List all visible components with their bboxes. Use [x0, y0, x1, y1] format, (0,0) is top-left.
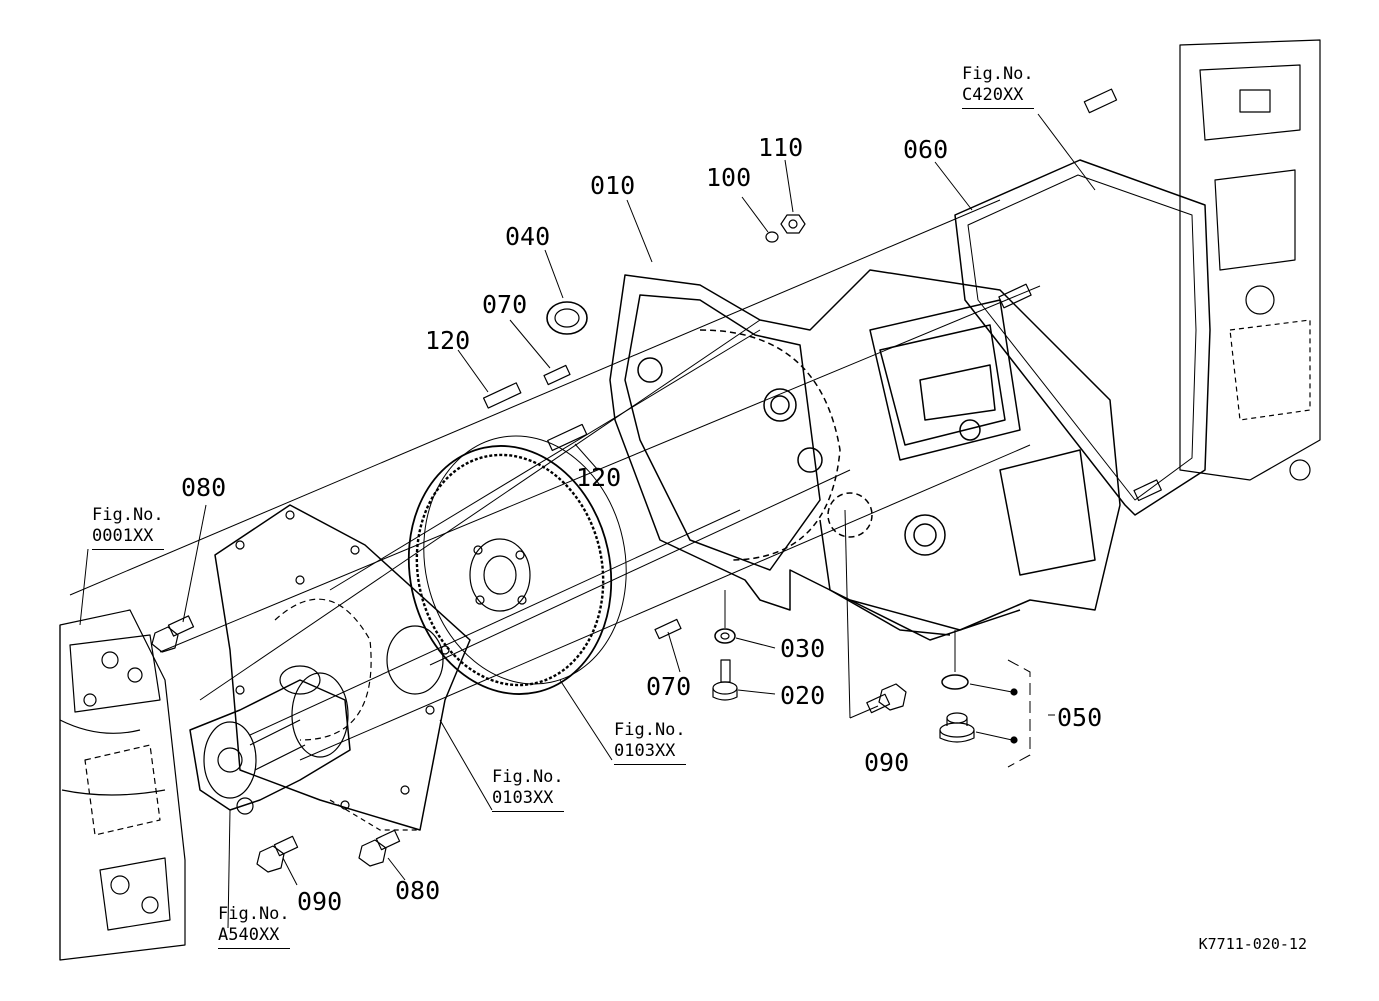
washer-030	[714, 628, 736, 644]
part-label-080-bottom: 080	[395, 876, 441, 905]
flywheel	[407, 435, 627, 695]
fig-ref-number: 0001XX	[92, 526, 164, 550]
part-label-050: 050	[1057, 703, 1103, 732]
fig-ref-number: 0103XX	[492, 788, 564, 812]
stud-120-lower	[547, 423, 588, 452]
fig-ref-0103xx-flywheel[interactable]: Fig.No. 0103XX	[614, 720, 686, 765]
gasket-060	[954, 159, 1211, 516]
nut-110	[780, 214, 806, 234]
part-label-060: 060	[903, 135, 949, 164]
fig-ref-prefix: Fig.No.	[218, 904, 290, 924]
part-label-040: 040	[505, 222, 551, 251]
fig-ref-prefix: Fig.No.	[962, 64, 1034, 84]
part-label-110: 110	[758, 133, 804, 162]
clutch-housing-010	[609, 269, 1121, 641]
fig-ref-0103xx-plate[interactable]: Fig.No. 0103XX	[492, 767, 564, 812]
bolt-090-starter	[256, 835, 299, 873]
part-label-070-upper: 070	[482, 290, 528, 319]
bolt-080-bottom	[358, 829, 401, 867]
fig-ref-c420xx[interactable]: Fig.No. C420XX	[962, 64, 1034, 109]
fig-ref-prefix: Fig.No.	[92, 505, 164, 525]
part-label-070-lower: 070	[646, 672, 692, 701]
fig-ref-prefix: Fig.No.	[614, 720, 686, 740]
transmission-case	[1179, 39, 1321, 481]
fig-ref-a540xx[interactable]: Fig.No. A540XX	[218, 904, 290, 949]
pin-070-upper	[543, 364, 571, 386]
part-label-020: 020	[780, 681, 826, 710]
part-label-090-right: 090	[864, 748, 910, 777]
washer-100	[765, 231, 779, 243]
fig-ref-0001xx[interactable]: Fig.No. 0001XX	[92, 505, 164, 550]
starter-motor	[189, 665, 351, 815]
fig-ref-prefix: Fig.No.	[492, 767, 564, 787]
assembly-axis-lines	[69, 199, 1041, 761]
drain-plug-050	[939, 712, 975, 743]
pin-070-lower	[654, 618, 682, 640]
drawing-number: K7711-020-12	[1198, 935, 1307, 953]
part-label-010: 010	[590, 171, 636, 200]
bolt-090-right	[866, 683, 907, 714]
fig-ref-number: A540XX	[218, 925, 290, 949]
part-label-030: 030	[780, 634, 826, 663]
leader-lines	[79, 113, 1096, 929]
engine-block	[59, 609, 186, 961]
o-ring-050	[941, 674, 969, 690]
dowel-pins	[998, 88, 1162, 502]
bolt-080-left	[151, 615, 195, 653]
fig-ref-number: 0103XX	[614, 741, 686, 765]
part-label-120-lower: 120	[576, 463, 622, 492]
fig-ref-number: C420XX	[962, 85, 1034, 109]
bracket-050	[1007, 659, 1031, 768]
part-label-090-starter: 090	[297, 887, 343, 916]
bolt-020	[712, 659, 738, 701]
part-label-080-left: 080	[181, 473, 227, 502]
part-label-100: 100	[706, 163, 752, 192]
adapter-plate	[214, 504, 471, 831]
part-label-120-upper: 120	[425, 326, 471, 355]
stud-120-upper	[482, 382, 522, 409]
oil-seal-040	[546, 301, 588, 335]
